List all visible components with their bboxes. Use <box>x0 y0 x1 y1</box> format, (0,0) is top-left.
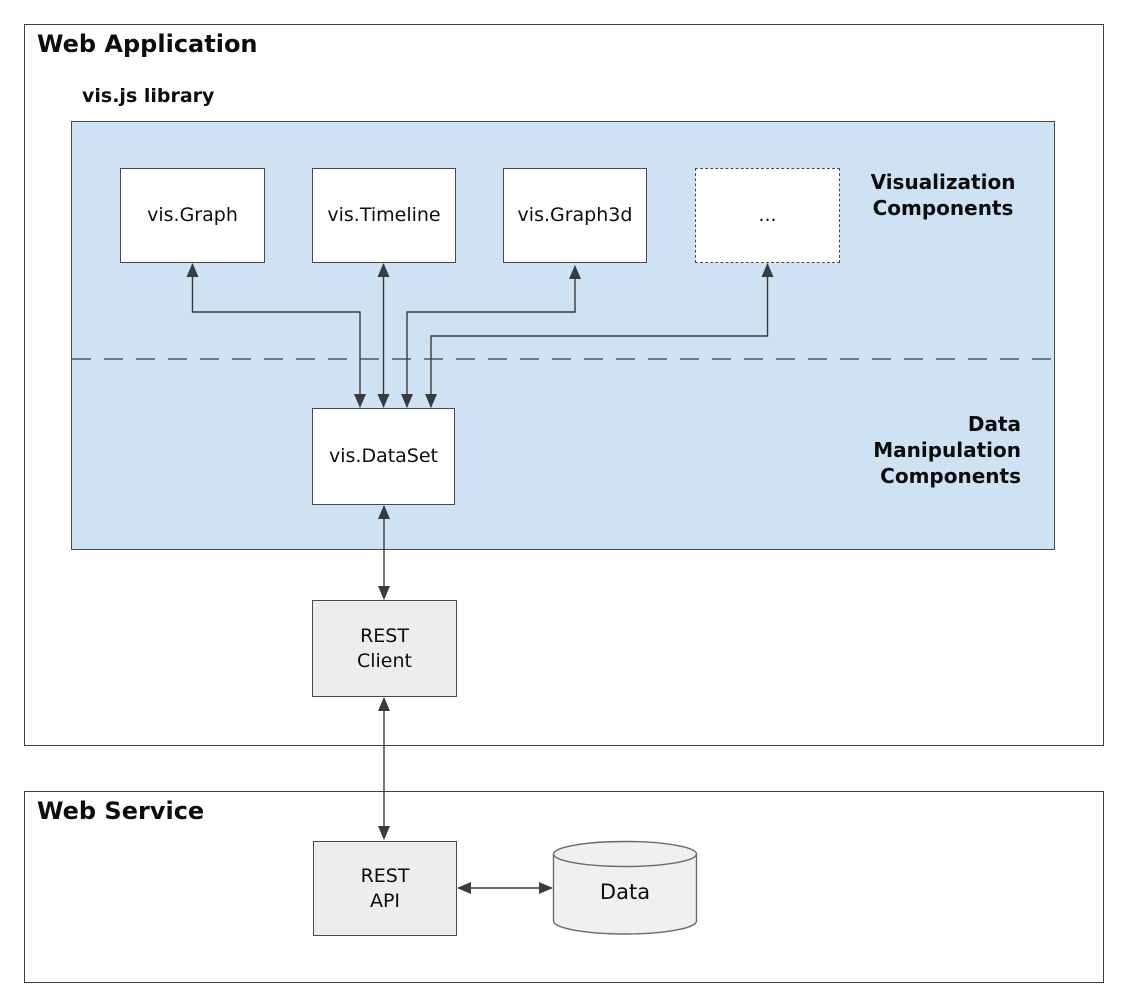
vis-timeline-label: vis.Timeline <box>327 204 441 226</box>
database-cylinder-icon <box>552 840 698 935</box>
ellipsis-label: ... <box>758 204 777 226</box>
component-box-vis-graph: vis.Graph <box>120 168 265 263</box>
rest-api-box: REST API <box>313 841 457 936</box>
visualization-components-line1: Visualization <box>870 170 1016 194</box>
web-application-title: Web Application <box>37 30 258 58</box>
vis-graph-label: vis.Graph <box>147 204 238 226</box>
rest-client-line2: Client <box>356 649 412 672</box>
web-service-frame <box>24 791 1104 983</box>
data-manipulation-line2: Manipulation <box>873 438 1021 462</box>
component-box-ellipsis: ... <box>695 168 840 263</box>
visjs-library-label: vis.js library <box>82 85 215 107</box>
web-application-frame <box>24 24 1104 746</box>
component-box-vis-graph3d: vis.Graph3d <box>503 168 647 263</box>
visualization-components-label: Visualization Components <box>843 169 1043 221</box>
vis-graph3d-label: vis.Graph3d <box>517 204 633 226</box>
data-cylinder: Data <box>552 840 698 936</box>
component-box-vis-timeline: vis.Timeline <box>312 168 456 263</box>
data-store-label: Data <box>599 880 651 904</box>
data-manipulation-line1: Data <box>967 412 1021 436</box>
vis-dataset-box: vis.DataSet <box>312 408 455 505</box>
rest-api-line1: REST <box>360 864 410 887</box>
vis-dataset-label: vis.DataSet <box>328 445 439 467</box>
rest-api-line2: API <box>369 889 401 912</box>
rest-client-box: REST Client <box>312 600 457 697</box>
data-manipulation-components-label: Data Manipulation Components <box>801 411 1021 489</box>
visualization-components-line2: Components <box>872 196 1014 220</box>
data-manipulation-line3: Components <box>880 464 1021 488</box>
web-service-title: Web Service <box>37 797 205 825</box>
rest-client-line1: REST <box>360 624 409 647</box>
